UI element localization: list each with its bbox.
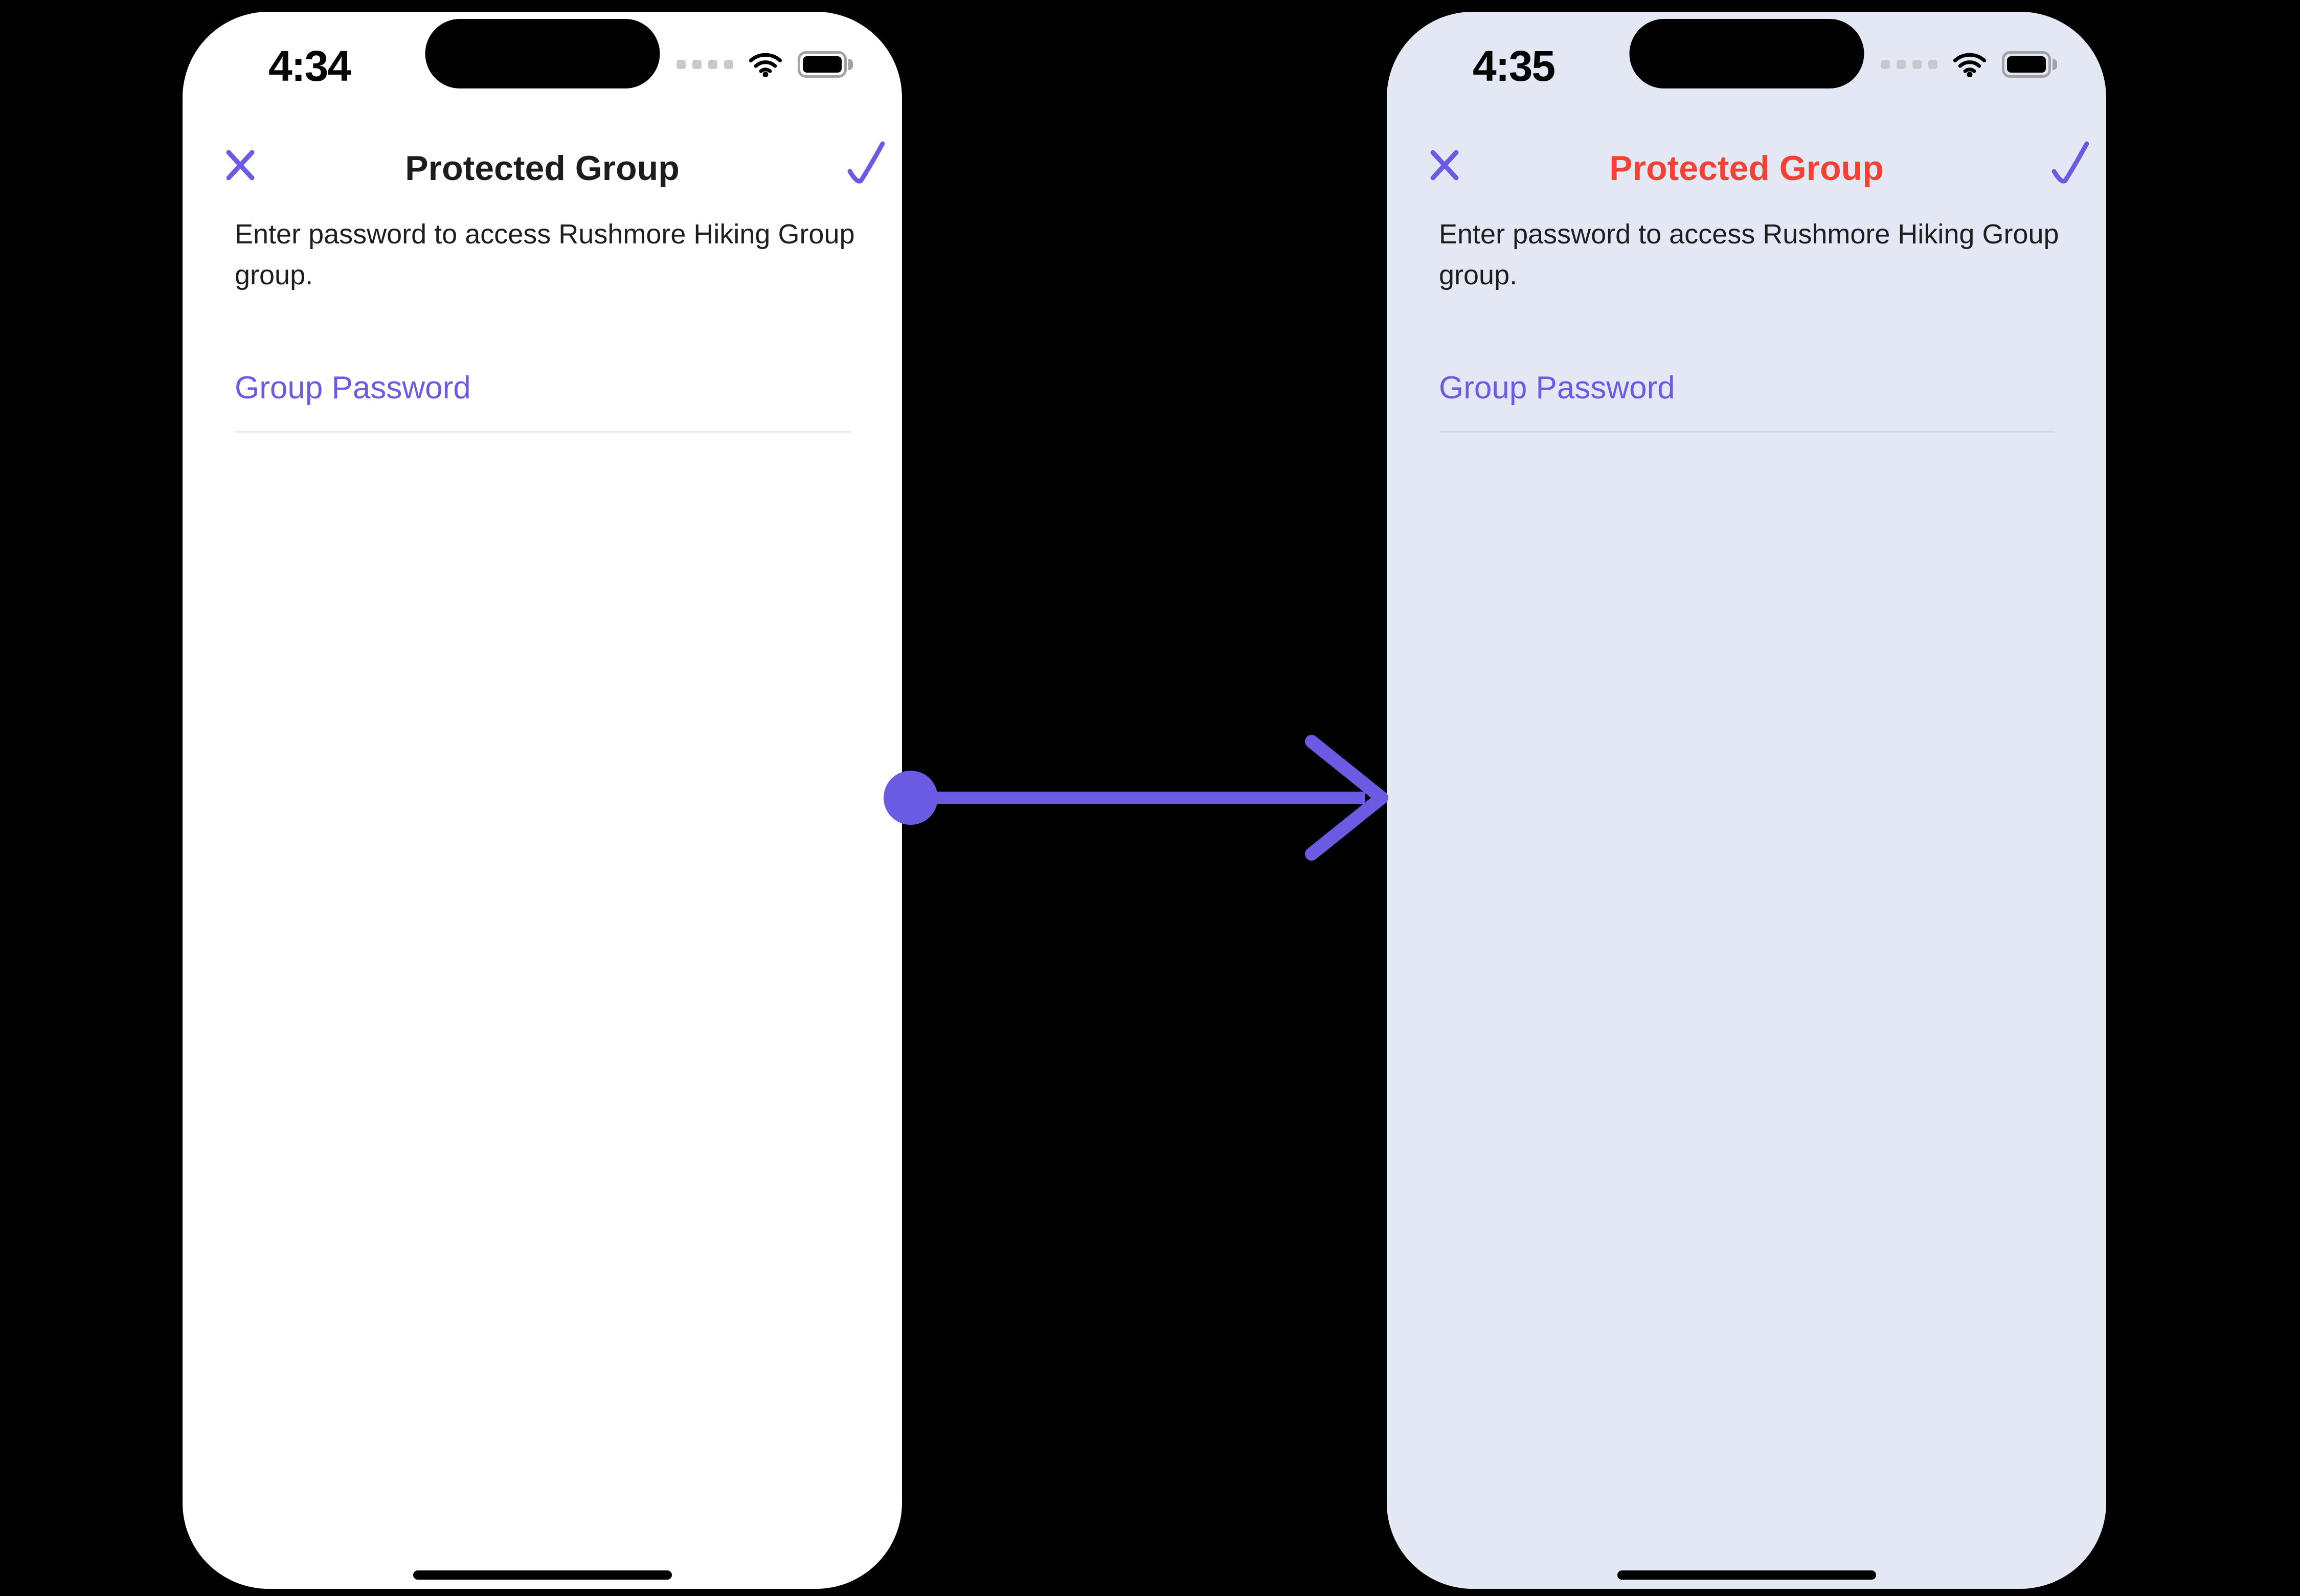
wifi-icon [749, 52, 782, 77]
group-password-field[interactable]: Group Password [235, 370, 850, 406]
status-icons [677, 41, 853, 87]
field-underline [1439, 431, 2055, 433]
battery-icon [798, 51, 853, 78]
group-password-field[interactable]: Group Password [1439, 370, 2054, 406]
battery-icon [2002, 51, 2057, 78]
phone-mockup-left: 4:34 Protected Gro [183, 12, 902, 1589]
dynamic-island [1629, 19, 1864, 88]
status-bar: 4:35 [1387, 12, 2106, 140]
field-underline [235, 431, 851, 433]
status-bar: 4:34 [183, 12, 902, 140]
phone-mockup-right: 4:35 Protected Gro [1387, 12, 2106, 1589]
confirm-check-icon[interactable] [2050, 140, 2091, 189]
password-prompt-text: Enter password to access Rushmore Hiking… [235, 219, 855, 290]
home-indicator[interactable] [1617, 1570, 1876, 1580]
home-indicator[interactable] [413, 1570, 672, 1580]
transition-arrow-icon [849, 716, 1411, 880]
password-prompt-text: Enter password to access Rushmore Hiking… [1439, 219, 2059, 290]
group-password-label: Group Password [1439, 370, 1675, 406]
cellular-signal-icon [677, 60, 733, 69]
status-time: 4:34 [268, 42, 351, 90]
close-icon[interactable] [226, 146, 255, 185]
close-icon[interactable] [1430, 146, 1459, 185]
group-password-label: Group Password [235, 370, 471, 406]
page-title: Protected Group [1609, 149, 1884, 188]
page-title: Protected Group [405, 149, 680, 188]
wifi-icon [1953, 52, 1987, 77]
status-icons [1881, 41, 2057, 87]
confirm-check-icon[interactable] [846, 140, 887, 189]
dynamic-island [425, 19, 660, 88]
cellular-signal-icon [1881, 60, 1937, 69]
status-time: 4:35 [1472, 42, 1555, 90]
